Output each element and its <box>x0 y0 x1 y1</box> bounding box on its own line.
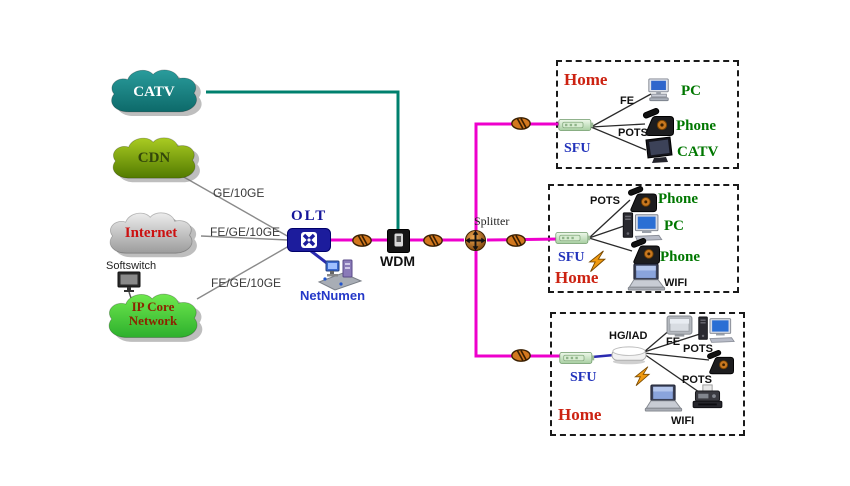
catv-tv-icon <box>640 136 676 164</box>
tv-icon <box>665 315 694 338</box>
netnumen-label: NetNumen <box>300 288 366 303</box>
cdn-cloud-label: CDN <box>137 150 171 166</box>
home2-sfu-label: SFU <box>558 250 585 265</box>
line-ipcore-olt <box>196 245 290 300</box>
sfu-icon <box>558 116 594 134</box>
pc-tower-icon <box>697 314 735 344</box>
fiber-coil-icon <box>505 233 527 248</box>
fiber-coil-icon <box>351 233 373 248</box>
pc-tower-icon <box>620 211 664 241</box>
fax-icon <box>690 384 725 410</box>
home3-wifi-label: WIFI <box>671 415 695 427</box>
home2-pots-label: POTS <box>590 195 620 207</box>
cdn-cloud: CDN <box>102 134 206 188</box>
fiber-coil-icon <box>510 116 532 131</box>
line-cdn-olt <box>181 175 290 238</box>
line-internet-olt <box>200 235 289 241</box>
home3-title: Home <box>558 405 602 424</box>
link-label-ge10ge: GE/10GE <box>213 186 265 200</box>
internet-cloud: Internet <box>99 209 203 263</box>
home1-catv-label: CATV <box>677 144 719 160</box>
ip-core-cloud: IP Core Network <box>98 290 208 348</box>
home2-pc-label: PC <box>664 218 684 234</box>
home-box-1 <box>556 60 739 169</box>
home1-phone-label: Phone <box>676 118 717 134</box>
splitter-icon <box>464 229 487 252</box>
home1-pots-label: POTS <box>618 127 648 139</box>
home1-fe-label: FE <box>620 95 635 107</box>
softswitch-icon <box>117 271 141 293</box>
home1-pc-label: PC <box>681 83 701 99</box>
home3-fe-label: FE <box>666 336 681 348</box>
home1-sfu-label: SFU <box>564 141 591 156</box>
olt-icon <box>287 228 331 252</box>
home2-wifi-label: WIFI <box>664 277 688 289</box>
home3-sfu-label: SFU <box>570 370 597 385</box>
hgiad-router-icon <box>610 344 648 365</box>
phone-icon <box>626 186 660 214</box>
olt-label: OLT <box>291 208 328 224</box>
wdm-icon <box>387 229 410 253</box>
home3-pots1-label: POTS <box>683 343 713 355</box>
catv-cloud: CATV <box>100 66 208 122</box>
internet-cloud-label: Internet <box>124 225 178 241</box>
link-label-fege10ge-ipcore: FE/GE/10GE <box>211 276 282 290</box>
home1-title: Home <box>564 70 608 89</box>
sfu-icon <box>559 349 595 367</box>
pc-icon <box>646 78 672 102</box>
home3-pots2-label: POTS <box>682 374 712 386</box>
home-box-3 <box>550 312 745 436</box>
laptop-icon <box>625 263 667 291</box>
ip-core-cloud-label: IP Core Network <box>128 299 178 328</box>
wdm-label: WDM <box>380 253 415 269</box>
home2-title: Home <box>555 268 599 287</box>
home3-gateway-label: HG/IAD <box>609 330 648 342</box>
home2-phone1-label: Phone <box>658 191 699 207</box>
netnumen-icon <box>315 251 363 291</box>
fiber-coil-icon <box>510 348 532 363</box>
line-sfu-hgiad <box>591 353 615 359</box>
laptop-icon <box>642 384 684 412</box>
sfu-icon <box>555 229 591 247</box>
fiber-coil-icon <box>422 233 444 248</box>
splitter-label: Splitter <box>474 214 510 228</box>
home2-phone2-label: Phone <box>660 249 701 265</box>
phone-icon <box>629 238 663 266</box>
line-catv-wdm <box>206 90 400 229</box>
catv-cloud-label: CATV <box>133 84 175 100</box>
softswitch-label: Softswitch <box>106 260 157 272</box>
link-label-fege10ge-internet: FE/GE/10GE <box>210 225 281 239</box>
